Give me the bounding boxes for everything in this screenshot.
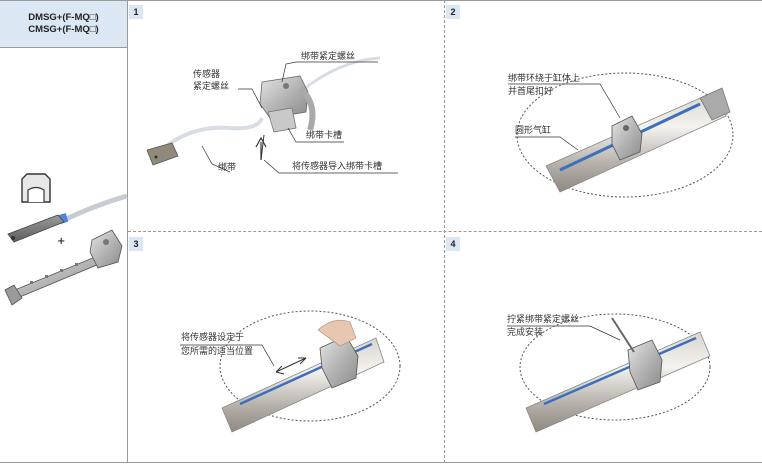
- label-sensor-screw-1: 传感器: [193, 70, 221, 80]
- sensor-with-cable-icon: [7, 193, 128, 243]
- label-wrap-2: 并首尾扣好: [508, 87, 554, 97]
- label-band: 绑带: [218, 163, 237, 173]
- label-band-slot: 绑带卡槽: [306, 131, 343, 141]
- sensor-cross-section-icon: [21, 173, 51, 203]
- label-band-screw: 绑带紧定螺丝: [301, 52, 356, 62]
- model-line-2: CMSG+(F-MQ□): [28, 24, 99, 35]
- model-line-1: DMSG+(F-MQ□): [28, 12, 99, 23]
- label-set-position-1: 将传感器设定于: [181, 333, 245, 343]
- label-sensor-screw-2: 紧定螺丝: [193, 82, 230, 92]
- step-number-3: 3: [129, 237, 143, 251]
- row-divider: [128, 231, 762, 232]
- step4-illustration: [507, 313, 711, 433]
- column-divider: [444, 0, 445, 463]
- step-number-4: 4: [446, 237, 460, 251]
- label-tighten-2: 完成安装: [507, 328, 544, 338]
- step2-illustration: [508, 72, 734, 198]
- label-guide-sensor: 将传感器导入绑带卡槽: [292, 162, 383, 172]
- step3-illustration: [180, 310, 401, 433]
- sidebar-divider: [127, 0, 128, 463]
- plus-sign: +: [57, 236, 66, 247]
- top-border: [0, 0, 762, 1]
- step-number-1: 1: [129, 5, 143, 19]
- bottom-border: [0, 462, 762, 463]
- label-tighten-1: 拧紧绑带紧定螺丝: [507, 315, 580, 325]
- band-bracket-icon: [4, 229, 123, 306]
- step1-illustration: [146, 56, 398, 174]
- label-wrap-1: 绑带环绕于缸体上: [508, 74, 581, 84]
- step-number-2: 2: [446, 5, 460, 19]
- model-header: DMSG+(F-MQ□) CMSG+(F-MQ□): [0, 1, 127, 48]
- label-set-position-2: 您所需的适当位置: [181, 347, 254, 357]
- label-round-cylinder: 圆形气缸: [515, 126, 552, 136]
